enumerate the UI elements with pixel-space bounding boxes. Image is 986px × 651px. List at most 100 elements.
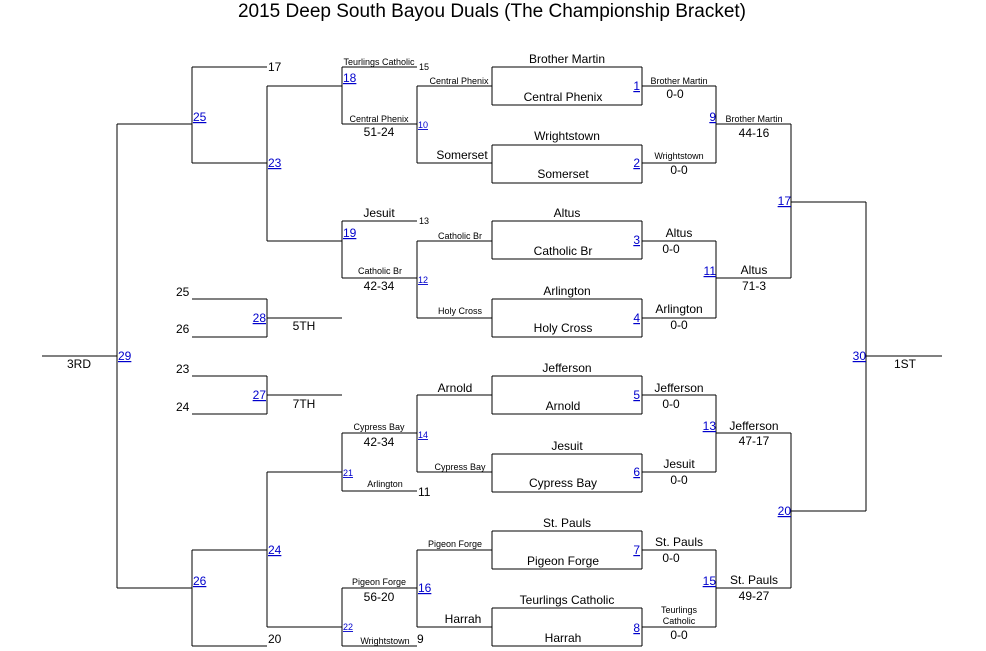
match-link-5[interactable]: 5 (633, 388, 640, 402)
m4-bottom-team: Holy Cross (534, 321, 593, 335)
page-title: 2015 Deep South Bayou Duals (The Champio… (238, 1, 746, 22)
m1-bottom-team: Central Phenix (524, 90, 603, 104)
third-place-label: 3RD (67, 357, 91, 371)
l6-name: Cypress Bay (434, 462, 486, 472)
match-link-4[interactable]: 4 (633, 311, 640, 325)
match-link-16[interactable]: 16 (418, 581, 432, 595)
w11-score: 71-3 (742, 279, 766, 293)
w7-name: St. Pauls (655, 535, 703, 549)
seventh-place-label: 7TH (293, 397, 316, 411)
m18-top-team: Teurlings Catholic (343, 57, 415, 67)
fifth-place-lines (192, 298, 342, 338)
m5-bottom-team: Arnold (546, 399, 581, 413)
match-link-27[interactable]: 27 (253, 388, 267, 402)
match-link-20[interactable]: 20 (778, 504, 792, 518)
w4-name: Arlington (655, 302, 702, 316)
match-link-19[interactable]: 19 (343, 226, 357, 240)
match-link-21[interactable]: 21 (343, 468, 353, 478)
m4-top-team: Arlington (543, 284, 590, 298)
w5-name: Jefferson (654, 381, 703, 395)
seventh-place-lines (192, 375, 342, 415)
w2-name: Wrightstown (654, 151, 703, 161)
consolation-r2-lines (341, 66, 417, 647)
w15-name: St. Pauls (730, 573, 778, 587)
w9-score: 44-16 (739, 126, 770, 140)
third-place-lines (42, 123, 192, 589)
w6-name: Jesuit (663, 457, 695, 471)
l4-name: Holy Cross (438, 306, 483, 316)
w8-name-line2: Catholic (663, 616, 696, 626)
feeder-17: 17 (268, 60, 282, 74)
m3-top-team: Altus (554, 206, 581, 220)
m7-top-team: St. Pauls (543, 516, 591, 530)
w1-score: 0-0 (666, 87, 684, 101)
w8-name-line1: Teurlings (661, 605, 698, 615)
m8-bottom-team: Harrah (545, 631, 582, 645)
feeder-25: 25 (176, 285, 190, 299)
m19-top-team: Jesuit (363, 206, 395, 220)
match-link-7[interactable]: 7 (633, 543, 640, 557)
w2-score: 0-0 (670, 163, 688, 177)
m18-top-from: 15 (419, 62, 429, 72)
w1-name: Brother Martin (650, 76, 707, 86)
match-link-26[interactable]: 26 (193, 574, 207, 588)
feeder-20: 20 (268, 632, 282, 646)
match-link-11[interactable]: 11 (704, 264, 717, 278)
m5-top-team: Jefferson (542, 361, 591, 375)
match-link-12[interactable]: 12 (418, 275, 428, 285)
l3-name: Catholic Br (438, 231, 482, 241)
match-link-28[interactable]: 28 (253, 311, 267, 325)
l1-name: Central Phenix (429, 76, 489, 86)
m6-bottom-team: Cypress Bay (529, 476, 597, 490)
w9-name: Brother Martin (725, 114, 782, 124)
w3-score: 0-0 (662, 242, 680, 256)
m2-bottom-team: Somerset (537, 167, 589, 181)
w5-score: 0-0 (662, 397, 680, 411)
match-link-14[interactable]: 14 (418, 430, 428, 440)
m22-bottom-team: Wrightstown (360, 636, 409, 646)
m19-top-from: 13 (419, 216, 429, 226)
m3-bottom-team: Catholic Br (534, 244, 593, 258)
match-link-2[interactable]: 2 (633, 156, 640, 170)
round1-lines (491, 66, 643, 647)
first-place-label: 1ST (894, 357, 917, 371)
feeder-26: 26 (176, 322, 190, 336)
match-link-25[interactable]: 25 (193, 110, 207, 124)
w7-score: 0-0 (662, 551, 680, 565)
match-link-24[interactable]: 24 (268, 543, 282, 557)
match-link-30[interactable]: 30 (853, 349, 867, 363)
match-link-23[interactable]: 23 (268, 156, 282, 170)
m22-top-score: 56-20 (364, 590, 395, 604)
w13-score: 47-17 (739, 434, 770, 448)
match-link-17[interactable]: 17 (778, 194, 792, 208)
w4-score: 0-0 (670, 318, 688, 332)
w11-name: Altus (741, 263, 768, 277)
match-link-10[interactable]: 10 (418, 120, 428, 130)
w15-score: 49-27 (739, 589, 770, 603)
m21-bottom-from: 11 (418, 485, 431, 499)
w13-name: Jefferson (729, 419, 778, 433)
w6-score: 0-0 (670, 473, 688, 487)
match-link-6[interactable]: 6 (633, 465, 640, 479)
match-link-18[interactable]: 18 (343, 71, 357, 85)
l5-name: Arnold (438, 381, 473, 395)
m2-top-team: Wrightstown (534, 129, 600, 143)
l7-name: Pigeon Forge (428, 539, 482, 549)
l8-name: Harrah (445, 612, 482, 626)
m6-top-team: Jesuit (551, 439, 583, 453)
match-link-22[interactable]: 22 (343, 622, 353, 632)
final-lines (791, 201, 942, 512)
m8-top-team: Teurlings Catholic (520, 593, 615, 607)
l2-name: Somerset (436, 148, 488, 162)
m21-top-team: Cypress Bay (353, 422, 405, 432)
match-link-1[interactable]: 1 (633, 79, 640, 93)
match-link-29[interactable]: 29 (118, 349, 132, 363)
match-link-13[interactable]: 13 (703, 419, 717, 433)
match-link-9[interactable]: 9 (709, 110, 716, 124)
match-link-15[interactable]: 15 (703, 574, 717, 588)
match-link-8[interactable]: 8 (633, 621, 640, 635)
m21-bottom-team: Arlington (367, 479, 403, 489)
match-link-3[interactable]: 3 (633, 233, 640, 247)
fifth-place-label: 5TH (293, 319, 316, 333)
